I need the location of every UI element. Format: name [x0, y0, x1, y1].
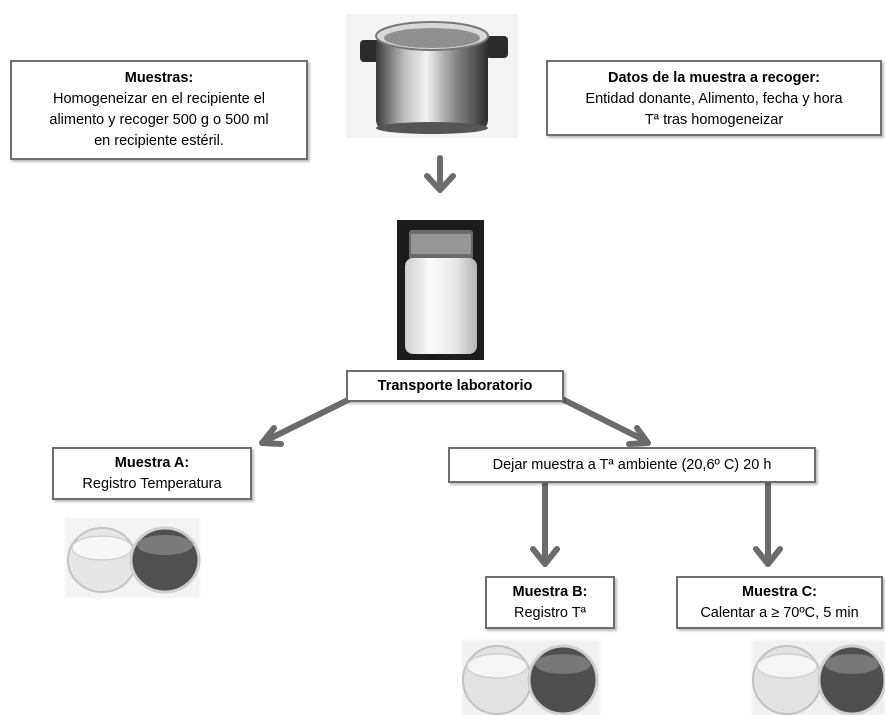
- muestra-c-line: Calentar a ≥ 70ºC, 5 min: [700, 605, 859, 621]
- muestras-line-1: Homogeneizar en el recipiente el: [53, 91, 265, 107]
- arrow-dejar-to-b-head: [530, 546, 560, 567]
- petri-dishes-a-photo: [65, 518, 201, 598]
- muestra-b-box: Muestra B: Registro Tª: [485, 576, 615, 629]
- arrow-transport-to-a-head: [259, 425, 284, 447]
- muestra-a-box: Muestra A: Registro Temperatura: [52, 447, 252, 500]
- arrow-pot-to-jar-head: [424, 173, 456, 193]
- pot-photo: [346, 14, 518, 138]
- jar-photo: [397, 220, 484, 360]
- petri-dishes-c-photo: [752, 640, 885, 715]
- transporte-label: Transporte laboratorio: [377, 378, 533, 394]
- datos-line-2: Tª tras homogeneizar: [644, 112, 784, 128]
- muestras-box: Muestras: Homogeneizar en el recipiente …: [10, 60, 308, 160]
- muestra-b-line: Registro Tª: [514, 605, 586, 621]
- petri-dishes-b-photo: [462, 640, 600, 715]
- muestras-title: Muestras:: [124, 70, 194, 86]
- muestra-a-title: Muestra A:: [114, 455, 190, 471]
- arrow-transport-to-dejar-head: [626, 425, 651, 447]
- arrow-dejar-to-c-head: [753, 546, 783, 567]
- muestra-b-title: Muestra B:: [512, 584, 588, 600]
- dejar-box: Dejar muestra a Tª ambiente (20,6º C) 20…: [448, 447, 816, 483]
- muestra-c-box: Muestra C: Calentar a ≥ 70ºC, 5 min: [676, 576, 883, 629]
- muestras-line-2: alimento y recoger 500 g o 500 ml: [49, 112, 269, 128]
- datos-title: Datos de la muestra a recoger:: [608, 70, 820, 86]
- datos-line-1: Entidad donante, Alimento, fecha y hora: [585, 91, 843, 107]
- arrow-transport-to-a: [262, 395, 355, 444]
- muestra-a-line: Registro Temperatura: [82, 476, 222, 492]
- dejar-label: Dejar muestra a Tª ambiente (20,6º C) 20…: [492, 457, 772, 473]
- transporte-box: Transporte laboratorio: [346, 370, 564, 402]
- arrow-transport-to-dejar: [557, 395, 649, 444]
- datos-box: Datos de la muestra a recoger: Entidad d…: [546, 60, 882, 136]
- muestra-c-title: Muestra C:: [742, 584, 817, 600]
- muestras-line-3: en recipiente estéril.: [94, 133, 224, 149]
